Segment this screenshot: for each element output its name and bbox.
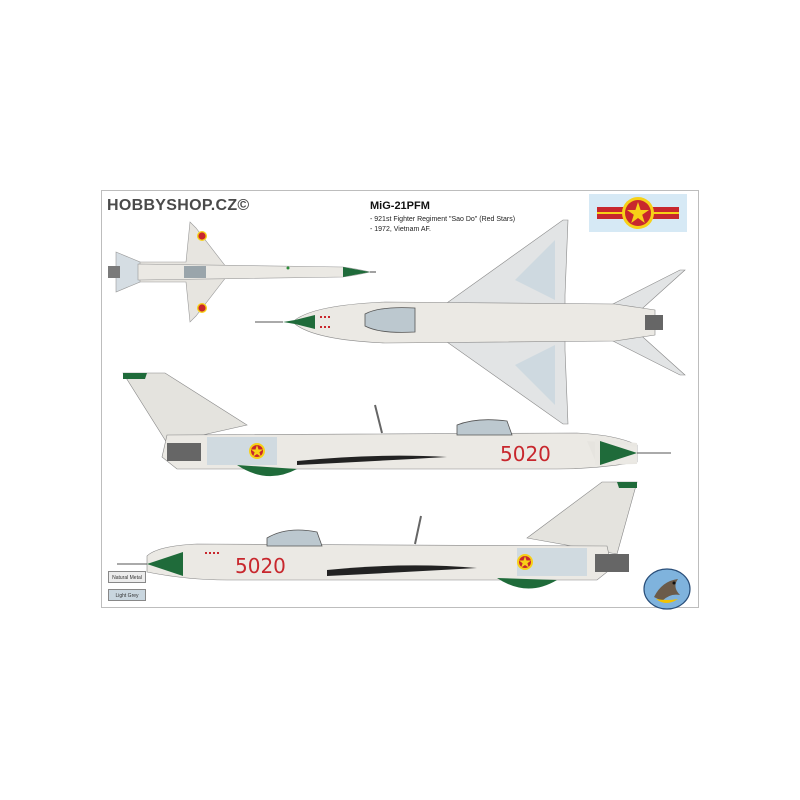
serial-number-side-2: 5020 [235, 554, 286, 578]
swatch-light-grey: Light Grey [108, 589, 146, 601]
plane-top-view-small [108, 221, 376, 323]
plane-side-view-right: 5020 [122, 372, 671, 477]
swatch-natural-metal: Natural Metal [108, 571, 146, 583]
watermark: HOBBYSHOP.CZ© [107, 197, 250, 214]
plane-top-view-large [255, 219, 686, 425]
plane-side-view-left: 5020 [117, 481, 638, 589]
aircraft-title: MiG-21PFM [370, 200, 430, 212]
info-line-year: - 1972, Vietnam AF. [370, 226, 431, 233]
serial-number-side-1: 5020 [500, 442, 551, 466]
info-line-regiment: - 921st Fighter Regiment "Sao Do" (Red S… [370, 216, 516, 223]
eagle-logo-icon [643, 568, 691, 610]
vietnam-flag-icon [589, 194, 687, 232]
